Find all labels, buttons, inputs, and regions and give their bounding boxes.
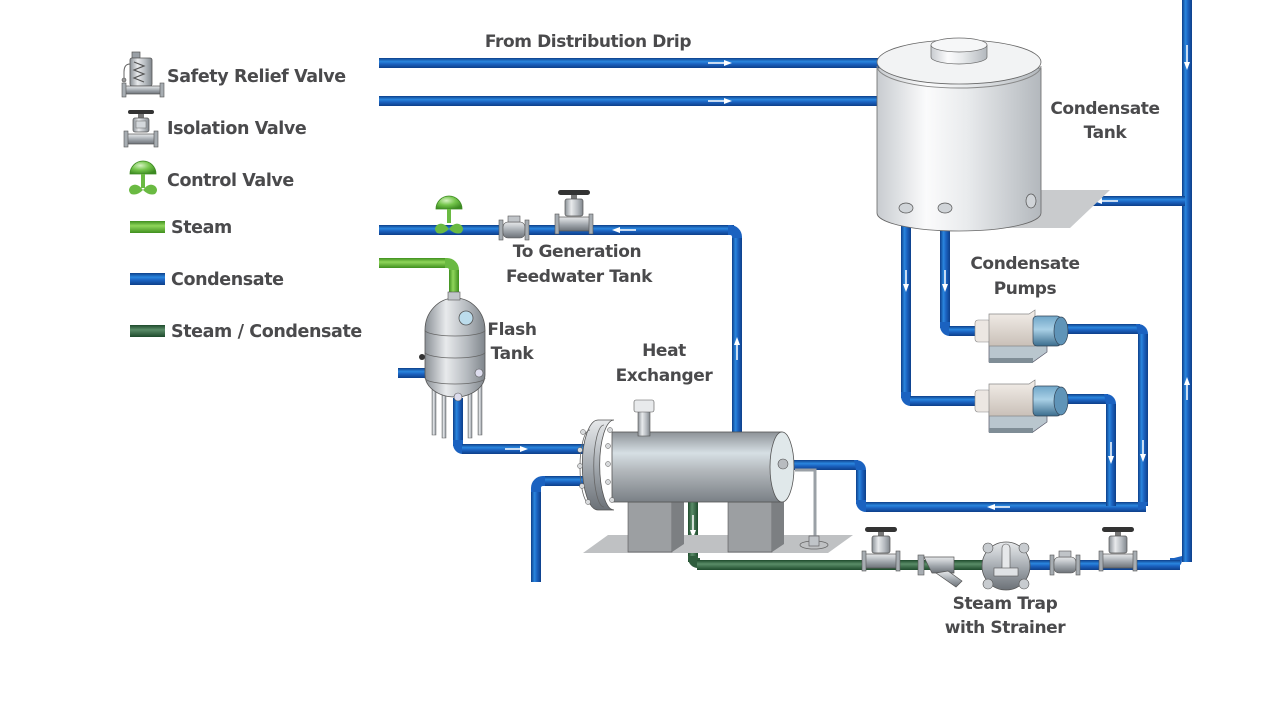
label-condensate-tank-line1: Condensate (1050, 99, 1159, 119)
steam-supply-pipe (379, 258, 447, 268)
control-valve (435, 195, 463, 234)
label-heat-exchanger-line2: Exchanger (616, 366, 714, 386)
check-valve (498, 215, 530, 241)
steam-condensate-line-swatch (130, 325, 165, 337)
flow-arrow-up (1184, 377, 1190, 400)
condensate-pump-1 (974, 309, 1069, 363)
label-feedwater-line1: To Generation (513, 242, 641, 262)
label-flash-tank-line2: Tank (491, 344, 535, 364)
label-heat-exchanger-line1: Heat (642, 341, 686, 361)
label-feedwater-line2: Feedwater Tank (506, 267, 653, 287)
flow-arrow-up (734, 337, 740, 360)
condensate-pump-2 (974, 379, 1069, 433)
tank-outlet-pipe-1 (901, 210, 911, 398)
flow-arrow-down (942, 270, 948, 292)
control-valve-icon (129, 160, 157, 195)
trap-inlet-pipe (697, 560, 987, 570)
steam-pipes (379, 258, 459, 292)
condensate-line-swatch (130, 273, 165, 285)
label-condensate-pumps-line2: Pumps (994, 279, 1057, 299)
strainer (917, 554, 963, 588)
check-valve-trap-outlet (1049, 550, 1081, 576)
label-flash-tank-line1: Flash (487, 320, 536, 340)
steam-trap (981, 541, 1031, 591)
condensate-tank (876, 37, 1110, 232)
legend-label-steam-condensate: Steam / Condensate (171, 322, 362, 342)
label-condensate-tank-line2: Tank (1084, 123, 1128, 143)
flash-tank-inlet-pipe (398, 368, 428, 378)
label-steam-trap-line1: Steam Trap (953, 594, 1058, 614)
isolation-valve (554, 190, 594, 235)
isolation-valve-icon (123, 110, 159, 148)
steam-line-swatch (130, 221, 165, 233)
flow-arrow-left (987, 504, 1010, 510)
tank-outlet-pipe-2 (940, 210, 950, 328)
flow-arrow-down (1108, 442, 1114, 464)
legend: Safety Relief Valve Isolation Valve Cont… (121, 51, 363, 342)
flash-tank-outlet-pipe (453, 398, 463, 446)
flow-arrow-down (903, 270, 909, 292)
return-riser-pipe (1182, 0, 1192, 562)
flow-arrow-right (708, 98, 732, 104)
safety-relief-valve-icon (121, 51, 165, 98)
flow-arrow-down (690, 515, 696, 538)
heat-exchanger-return-pipe (531, 488, 541, 582)
heat-exchanger-outlet-pipe (732, 238, 742, 434)
label-condensate-pumps-line1: Condensate (970, 254, 1079, 274)
legend-label-safety-relief-valve: Safety Relief Valve (167, 67, 346, 87)
distribution-drip-pipe-2 (379, 96, 879, 106)
flow-arrow-down (1184, 45, 1190, 70)
flow-arrow-left (612, 227, 636, 233)
distribution-drip-pipe-1 (379, 58, 879, 68)
legend-label-steam: Steam (171, 218, 232, 238)
flow-arrow-down (1140, 440, 1146, 462)
label-steam-trap-line2: with Strainer (945, 618, 1067, 638)
heat-exchanger (577, 399, 853, 553)
legend-label-isolation-valve: Isolation Valve (167, 119, 307, 139)
isolation-valve-trap-outlet (1098, 527, 1138, 572)
flow-arrow-right (505, 446, 528, 452)
legend-label-control-valve: Control Valve (167, 171, 294, 191)
isolation-valve-trap-inlet (861, 527, 901, 572)
flow-arrow-right (708, 60, 732, 66)
label-distribution-drip: From Distribution Drip (485, 32, 691, 52)
flash-tank (419, 291, 486, 439)
legend-label-condensate: Condensate (171, 270, 284, 290)
